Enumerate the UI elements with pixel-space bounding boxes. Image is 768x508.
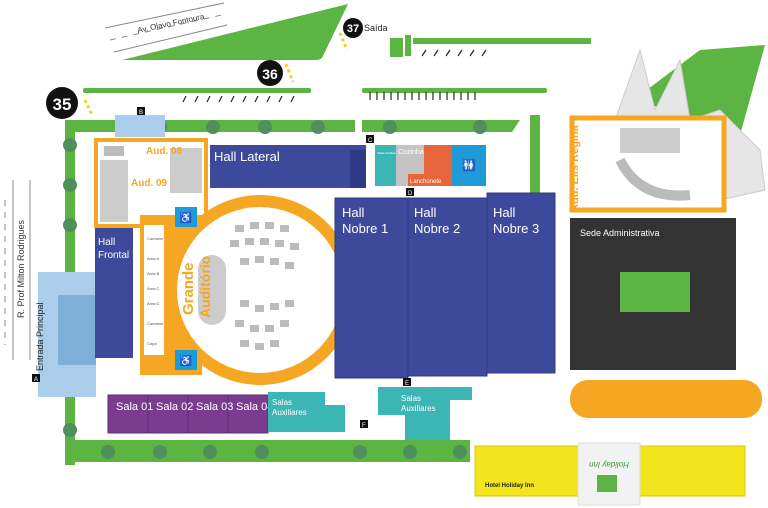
hall-nobre-1[interactable]: [334, 197, 409, 379]
aud09-label: Aud. 09: [131, 178, 168, 189]
entrance-label: Entrada Principal: [35, 302, 45, 371]
sede-label: Sede Administrativa: [580, 228, 660, 238]
restroom-icon: ♿: [175, 207, 197, 227]
backstage-label: Copa: [147, 341, 157, 346]
restroom-icon: ♿: [175, 350, 197, 370]
sala-02-label: Sala 02: [156, 401, 193, 413]
hall-nobre-1-label: Hall: [342, 205, 365, 220]
salas-auxiliares-west[interactable]: [268, 392, 345, 432]
hall-nobre-3[interactable]: [486, 192, 556, 374]
main-entrance[interactable]: [38, 272, 96, 397]
hall-frontal[interactable]: [95, 228, 133, 358]
hotel-holiday-inn[interactable]: [474, 442, 746, 506]
sala-02[interactable]: [147, 394, 189, 434]
grande-auditorio-label-2: Auditório: [197, 256, 213, 318]
salas-aux-east-label: Salas: [401, 394, 421, 403]
hall-nobre-2-label: Nobre 2: [414, 221, 460, 236]
hall-nobre-1-label: Nobre 1: [342, 221, 388, 236]
sede-administrativa[interactable]: [570, 218, 736, 370]
street-label-left: R. Prof Milton Rodrigues: [16, 219, 26, 318]
access-point-e-label: E: [405, 381, 409, 387]
street-label-top: Av. Olavo Fontoura: [137, 12, 206, 35]
auditorium-elis-regina[interactable]: [569, 115, 727, 213]
backstage-label: Camarim: [147, 236, 164, 241]
backstage-label: Área A: [147, 256, 159, 261]
street-lines: [4, 2, 228, 360]
access-point-d: [406, 188, 414, 196]
hall-nobre-3-label: Nobre 3: [493, 221, 539, 236]
entrance-b: [115, 115, 165, 137]
hotel-label: Hotel Holiday Inn: [485, 483, 534, 489]
salas-auxiliares-east[interactable]: [378, 387, 472, 440]
gate-35-number: 35: [53, 95, 72, 114]
access-point-e: [403, 378, 411, 386]
backstage-areas: Camarim Área A Área B Área C Área D Cama…: [147, 236, 164, 346]
lanchonete[interactable]: [424, 145, 452, 186]
access-point-a: [32, 374, 40, 382]
exit-label: Saída: [364, 23, 388, 33]
cozinha-label: Cozinha: [398, 149, 424, 156]
gate-37[interactable]: 37: [343, 18, 363, 38]
access-point-a-label: A: [34, 377, 38, 383]
gate-36-number: 36: [262, 66, 278, 82]
sala-01-label: Sala 01: [116, 401, 153, 413]
orange-structure: [570, 380, 762, 418]
hall-lateral[interactable]: [210, 145, 366, 188]
hotel-logo-text: Holiday Inn: [588, 460, 629, 469]
gate-35[interactable]: 35: [46, 87, 78, 119]
access-point-d-label: D: [408, 191, 413, 197]
access-point-b: [137, 107, 145, 115]
auditorium-08-09[interactable]: [94, 138, 208, 228]
access-point-f-label: F: [362, 423, 366, 429]
sala-01[interactable]: [107, 394, 149, 434]
salas-row: [107, 394, 269, 434]
svg-text:♿: ♿: [180, 354, 192, 367]
hall-nobre-3-label: Hall: [493, 205, 516, 220]
gate-36[interactable]: 36: [257, 60, 283, 86]
svg-text:♿: ♿: [180, 211, 192, 224]
aud-elis-regina-label: Aud. Elis Regina: [569, 124, 581, 212]
sala-04[interactable]: [227, 394, 269, 434]
access-point-f: [360, 420, 368, 428]
hall-lateral-label: Hall Lateral: [214, 149, 280, 164]
salas-aux-east-label: Auxiliares: [401, 404, 436, 413]
salas-aux-west-label: Salas: [272, 398, 292, 407]
hall-frontal-label-1: Hall: [98, 237, 115, 248]
aud08-label: Aud. 08: [146, 146, 183, 157]
sala-04-label: Sala 04: [236, 401, 273, 413]
access-point-c: [366, 135, 374, 143]
access-point-c-label: C: [368, 138, 373, 144]
svg-text:🚻: 🚻: [462, 159, 476, 172]
trees: [63, 120, 487, 459]
hall-frontal-label-2: Frontal: [98, 250, 129, 261]
grande-auditorio[interactable]: [140, 195, 355, 385]
backstage-label: Área C: [147, 286, 160, 291]
grande-auditorio-label-1: Grande: [180, 262, 197, 315]
salas-auxiliares-small[interactable]: [375, 145, 396, 186]
salas-aux-small-label: Salas Auxiliares: [377, 151, 399, 155]
backstage-label: Área D: [147, 301, 160, 306]
backstage-label: Camarim: [147, 321, 164, 326]
salas-aux-west-label: Auxiliares: [272, 408, 307, 417]
lanchonete-label: Lanchonete: [410, 179, 442, 185]
restroom-icon: 🚻: [452, 145, 486, 186]
gate-arrows: [83, 32, 349, 116]
access-point-b-label: B: [139, 110, 143, 116]
backstage-label: Área B: [147, 271, 160, 276]
parking-stripes: [182, 49, 487, 103]
hall-nobre-2-label: Hall: [414, 205, 437, 220]
sala-03-label: Sala 03: [196, 401, 233, 413]
gate-37-number: 37: [347, 23, 359, 35]
